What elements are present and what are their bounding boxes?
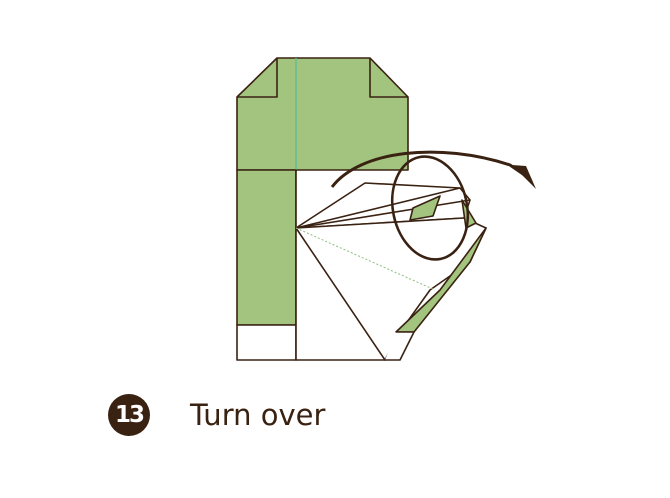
step-number: 13 [114,402,145,428]
left-corner-fold [237,58,278,98]
green-edge-strip [395,227,487,333]
fan-line-a [295,187,461,229]
step-number-badge: 13 [108,394,150,436]
fan-line-b [295,199,471,229]
step-caption: Turn over [190,398,326,432]
lower-tip-outline [385,331,415,361]
left-green-strip [236,169,297,326]
top-green-panel [236,57,409,171]
green-tip-top [409,195,441,221]
fan-crease-dotted [295,227,436,291]
ellipse-highlight-icon [390,155,470,261]
left-white-tab [236,324,297,361]
paper-model [236,57,487,361]
curved-arrow-icon [330,150,536,189]
right-corner-fold [369,58,408,98]
